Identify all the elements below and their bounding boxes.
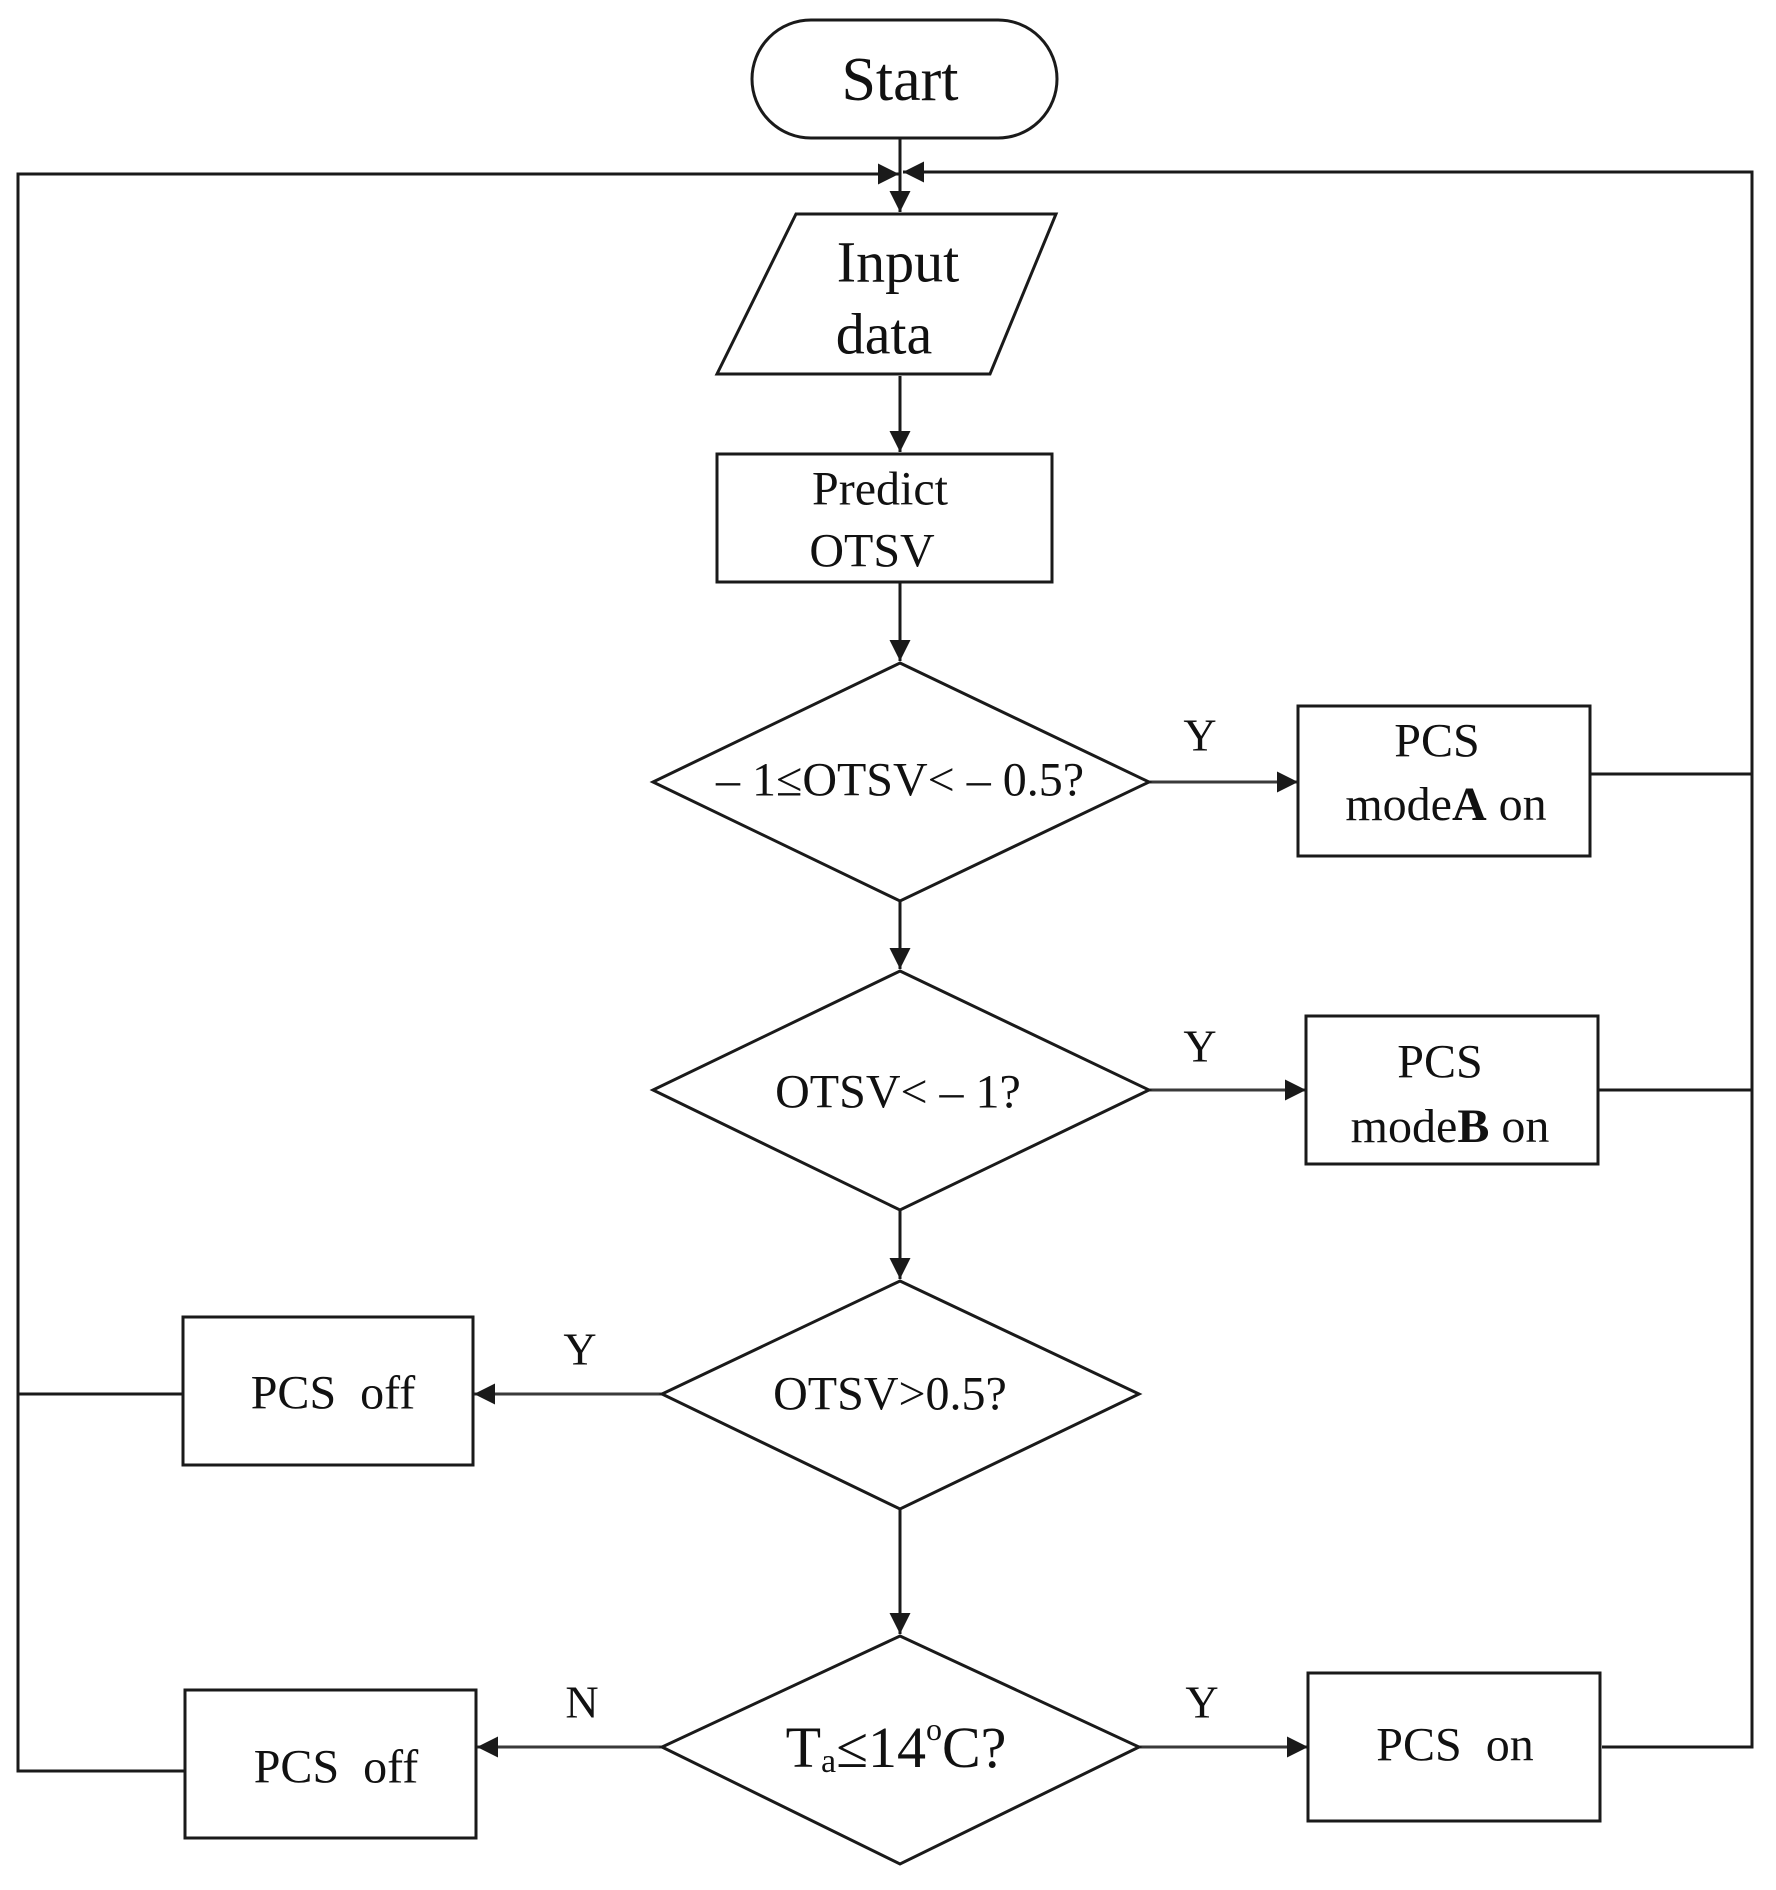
predict-otsv-node: Predict OTSV xyxy=(715,452,1054,584)
mode-b-letter: B xyxy=(1457,1100,1489,1153)
decision-otsv-below-minus-1: OTSV< – 1? xyxy=(649,969,1153,1212)
temp-subscript: a xyxy=(821,1743,836,1780)
pcs-mode-a-node: PCS modeA on xyxy=(1296,704,1592,858)
decision-1-label: – 1≤OTSV< – 0.5? xyxy=(715,754,1084,807)
decision-2-label: OTSV< – 1? xyxy=(775,1066,1021,1119)
predict-line-2: OTSV xyxy=(809,525,935,578)
loop-left-line xyxy=(16,172,870,1773)
pcs-off-node-1: PCS off xyxy=(181,1315,475,1467)
branch-label-d4-no: N xyxy=(565,1677,598,1728)
temp-unit: C? xyxy=(942,1715,1006,1780)
mode-b-line-2: modeB on xyxy=(1351,1100,1550,1153)
mode-b-line-1: PCS xyxy=(1397,1036,1482,1089)
degree-mark: o xyxy=(926,1711,942,1747)
input-data-node: Input data xyxy=(714,212,1059,376)
start-terminator: Start xyxy=(750,18,1059,140)
loop-right-line xyxy=(940,170,1754,1749)
mode-b-suffix: on xyxy=(1489,1100,1549,1153)
predict-line-1: Predict xyxy=(812,463,949,516)
mode-a-suffix: on xyxy=(1487,778,1547,831)
start-label: Start xyxy=(841,46,958,114)
branch-label-d3-yes: Y xyxy=(563,1324,596,1375)
temp-threshold: ≤14 xyxy=(836,1715,926,1780)
input-line-2: data xyxy=(836,302,933,367)
pcs-on-label: PCS on xyxy=(1376,1719,1533,1772)
mode-a-letter: A xyxy=(1452,778,1487,831)
pcs-off-2-label: PCS off xyxy=(254,1741,419,1794)
branch-label-d2-yes: Y xyxy=(1183,1021,1216,1072)
decision-ambient-temp: Ta≤14oC? xyxy=(658,1634,1143,1866)
mode-a-line-2: modeA on xyxy=(1345,778,1546,831)
decision-otsv-range: – 1≤OTSV< – 0.5? xyxy=(649,661,1153,903)
decision-3-label: OTSV>0.5? xyxy=(773,1368,1007,1421)
pcs-mode-b-node: PCS modeB on xyxy=(1304,1014,1600,1166)
mode-b-prefix: mode xyxy=(1351,1100,1458,1153)
temp-symbol: T xyxy=(786,1715,821,1780)
branch-label-d1-yes: Y xyxy=(1183,710,1216,761)
decision-4-label: Ta≤14oC? xyxy=(786,1711,1007,1780)
input-line-1: Input xyxy=(837,230,959,295)
pcs-on-node: PCS on xyxy=(1306,1671,1602,1823)
branch-label-d4-yes: Y xyxy=(1185,1677,1218,1728)
decision-otsv-above-0-5: OTSV>0.5? xyxy=(658,1279,1143,1511)
mode-a-prefix: mode xyxy=(1345,778,1452,831)
mode-a-line-1: PCS xyxy=(1394,715,1479,768)
pcs-off-1-label: PCS off xyxy=(251,1367,416,1420)
pcs-off-node-2: PCS off xyxy=(183,1688,478,1840)
